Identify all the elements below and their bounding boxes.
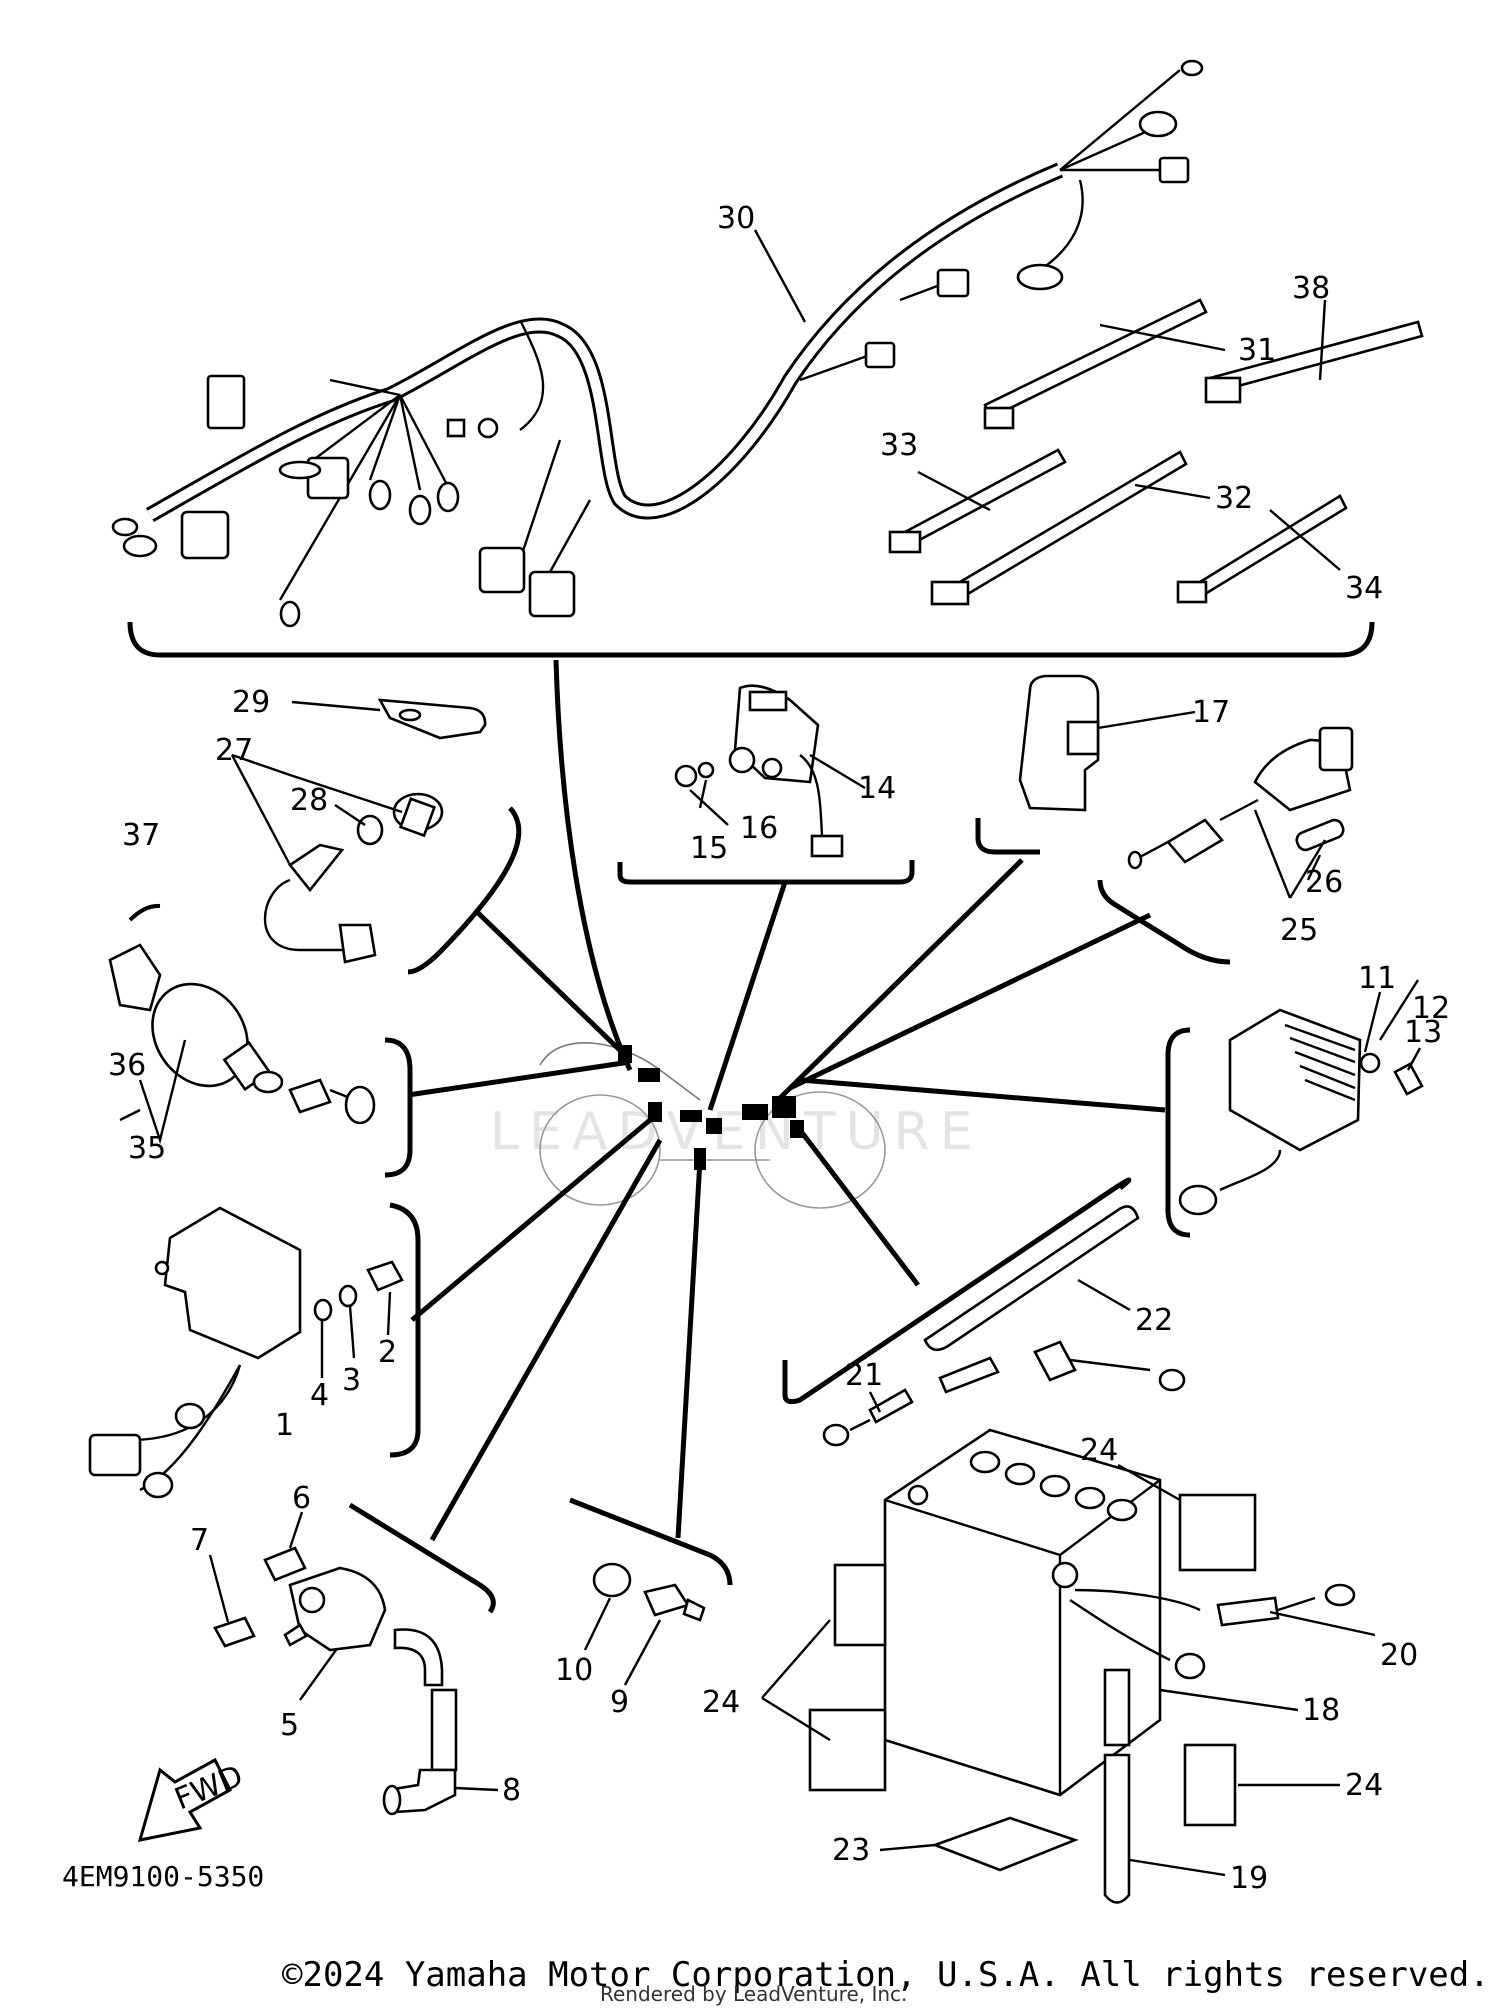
part-9-switch[interactable] — [643, 1583, 706, 1622]
part-24-pad-a[interactable] — [1178, 1493, 1257, 1572]
callout-25: 25 — [1280, 913, 1318, 948]
callout-4: 4 — [310, 1378, 329, 1413]
callout-19: 19 — [1230, 1861, 1268, 1896]
callout-26: 26 — [1305, 865, 1343, 900]
cable-bands[interactable] — [888, 298, 1424, 606]
part-10-washer[interactable] — [592, 1562, 632, 1598]
part-7-bolt[interactable] — [213, 1616, 256, 1648]
harness-bracket — [127, 621, 1375, 658]
part-20-lead[interactable] — [1074, 1583, 1356, 1627]
callout-13: 13 — [1404, 1015, 1442, 1050]
part-18-battery[interactable] — [883, 1428, 1162, 1797]
part-16-washer[interactable] — [697, 761, 715, 779]
callout-20: 20 — [1380, 1638, 1418, 1673]
callout-3: 3 — [342, 1363, 361, 1398]
watermark: LEADVENTURE — [490, 1102, 983, 1162]
part-29-gasket[interactable] — [377, 698, 487, 740]
part-1-cdi[interactable] — [88, 1206, 302, 1499]
callout-32: 32 — [1215, 481, 1253, 516]
callout-36: 36 — [108, 1048, 146, 1083]
callout-30: 30 — [717, 201, 755, 236]
wire-harness[interactable] — [111, 59, 1204, 628]
part-22-battery-band[interactable] — [923, 1205, 1140, 1352]
part-13-washer[interactable] — [1359, 1052, 1381, 1074]
callout-7: 7 — [190, 1523, 209, 1558]
callout-11: 11 — [1358, 961, 1396, 996]
part-2-bolt[interactable] — [366, 1260, 404, 1292]
part-brackets — [348, 806, 1231, 1614]
callout-24-top: 24 — [1080, 1433, 1118, 1468]
callout-27: 27 — [215, 733, 253, 768]
part-6-bolt[interactable] — [263, 1546, 307, 1582]
callout-23: 23 — [832, 1833, 870, 1868]
callout-29: 29 — [232, 685, 270, 720]
part-17-relay[interactable] — [1018, 674, 1100, 812]
part-24-pad-d[interactable] — [1183, 1743, 1237, 1827]
part-11-rectifier[interactable] — [1178, 1008, 1362, 1216]
part-12-bolt[interactable] — [1393, 1062, 1424, 1096]
callout-6: 6 — [292, 1481, 311, 1516]
part-5-ignition-coil[interactable] — [283, 1566, 458, 1772]
callout-12: 12 — [1412, 991, 1450, 1026]
part-8-plug-cap[interactable] — [382, 1768, 457, 1816]
part-19-breather-hose[interactable] — [1069, 1599, 1206, 1904]
part-35-main-switch[interactable] — [108, 903, 376, 1125]
callout-lines — [119, 229, 1422, 1877]
callout-22: 22 — [1135, 1303, 1173, 1338]
callout-35: 35 — [128, 1131, 166, 1166]
callout-33: 33 — [880, 428, 918, 463]
diagram-code: 4EM9100-5350 — [62, 1860, 265, 1893]
part-24-pad-c[interactable] — [808, 1708, 887, 1792]
callout-24-left: 24 — [702, 1685, 740, 1720]
callout-8: 8 — [502, 1773, 521, 1808]
callout-38: 38 — [1292, 271, 1330, 306]
callout-14: 14 — [858, 771, 896, 806]
fwd-arrow-icon: FWD — [137, 1757, 248, 1842]
callout-9: 9 — [610, 1685, 629, 1720]
callout-16: 16 — [740, 811, 778, 846]
rendered-by-notice: Rendered by LeadVenture, Inc. — [600, 1982, 908, 2006]
callout-34: 34 — [1345, 571, 1383, 606]
part-14-relay[interactable] — [728, 684, 844, 858]
callout-21: 21 — [845, 1358, 883, 1393]
callout-17: 17 — [1192, 695, 1230, 730]
part-24-pad-b[interactable] — [833, 1563, 887, 1647]
callout-28: 28 — [290, 783, 328, 818]
vehicle-silhouette — [539, 1042, 886, 1209]
callout-1: 1 — [275, 1408, 294, 1443]
part-15-nut[interactable] — [674, 764, 698, 788]
part-4-washer[interactable] — [313, 1298, 333, 1322]
callout-5: 5 — [280, 1708, 299, 1743]
leader-lines — [407, 659, 1166, 1542]
callout-18: 18 — [1302, 1693, 1340, 1728]
part-21-lead[interactable] — [822, 1340, 1186, 1447]
copyright-notice: ©2024 Yamaha Motor Corporation, U.S.A. A… — [282, 1955, 1490, 1995]
part-3-washer[interactable] — [338, 1284, 358, 1308]
part-25-fuse-holder[interactable] — [1127, 726, 1354, 870]
callout-2: 2 — [378, 1335, 397, 1370]
part-23-pad[interactable] — [931, 1816, 1079, 1872]
callout-15: 15 — [690, 831, 728, 866]
callout-24-right: 24 — [1345, 1768, 1383, 1803]
callout-37: 37 — [122, 818, 160, 853]
callout-31: 31 — [1238, 333, 1276, 368]
callout-numbers: 30 38 31 33 32 34 29 27 28 14 16 15 17 2… — [108, 201, 1450, 1896]
callout-10: 10 — [555, 1653, 593, 1688]
part-27-switch[interactable] — [263, 792, 444, 964]
